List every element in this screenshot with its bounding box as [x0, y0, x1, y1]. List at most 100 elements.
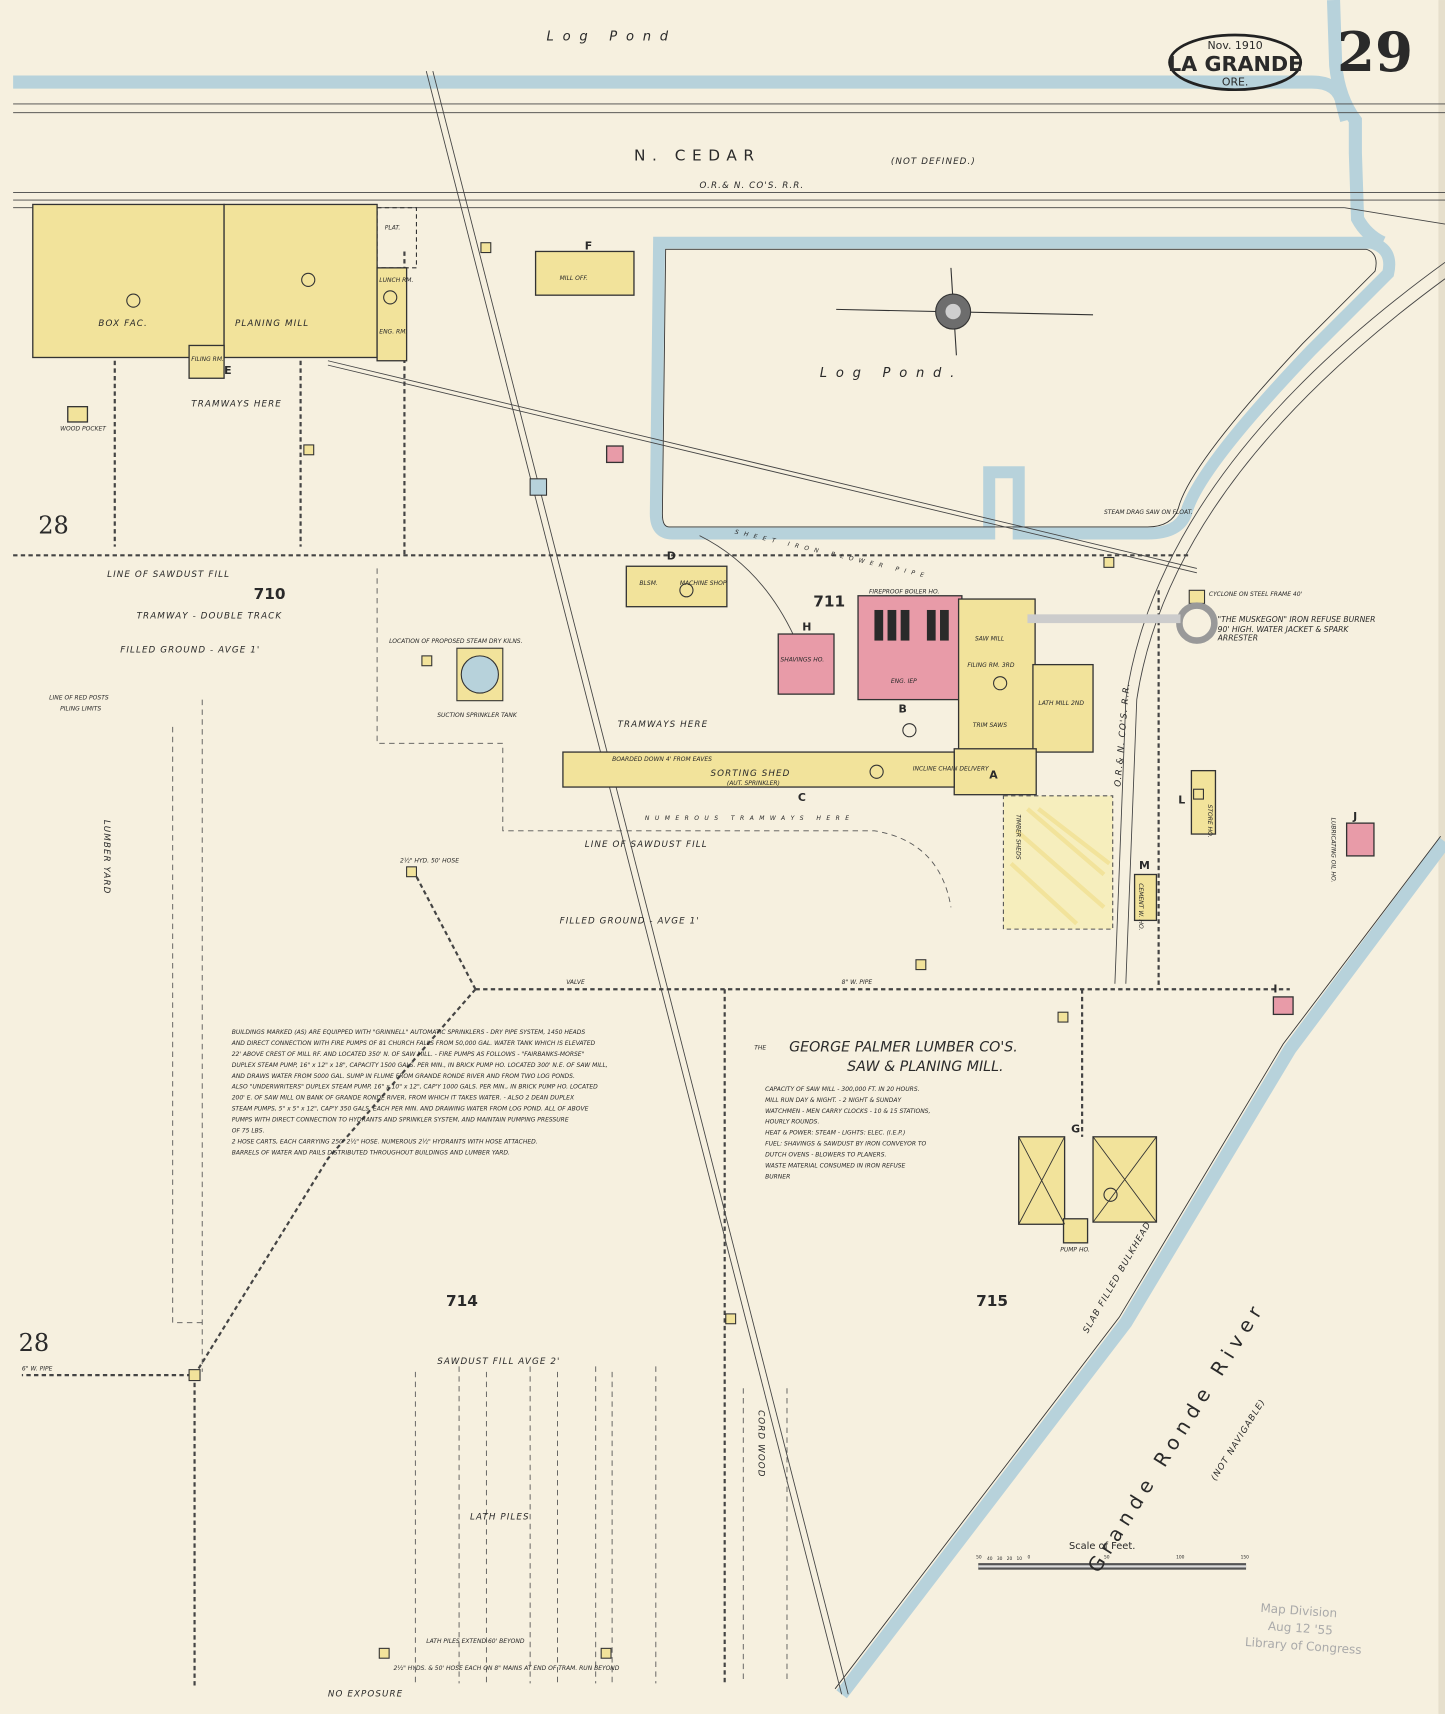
automatic-sprinkler-markers	[126, 272, 1118, 1202]
boilers	[874, 609, 949, 641]
stamp-line-2: Aug 12 '55	[1268, 1619, 1334, 1637]
label-platform: PLAT.	[385, 225, 401, 232]
label-dry-kilns: LOCATION OF PROPOSED STEAM DRY KILNS.	[389, 638, 523, 645]
label-burner: "THE MUSKEGON" IRON REFUSE BURNER 90' HI…	[1217, 615, 1376, 643]
label-filing-room: FILING RM.	[191, 356, 224, 363]
shavings-house	[777, 633, 835, 695]
building-letters: A B C D E F G H I J L M	[224, 239, 1357, 1135]
state-name: ORE.	[1222, 75, 1249, 88]
city-cartouche	[1168, 33, 1303, 92]
detail-line: HOURLY ROUNDS.	[765, 1119, 819, 1126]
title-the: THE	[754, 1044, 766, 1051]
label-cyclone: CYCLONE ON STEEL FRAME 40'	[1209, 591, 1303, 598]
building-labels: BOX FAC. PLANING MILL FILING RM. LUNCH R…	[60, 225, 1376, 1254]
label-saw-mill: SAW MILL	[975, 636, 1004, 643]
label-lath-mill: LATH MILL 2ND	[1038, 700, 1084, 707]
scale-tick: 10	[1017, 1556, 1023, 1562]
mill-office	[534, 250, 635, 296]
letter-l: L	[1178, 793, 1185, 806]
water-right-channel	[1326, 0, 1386, 249]
detail-line: FUEL: SHAVINGS & SAWDUST BY IRON CONVEYO…	[765, 1141, 926, 1148]
label-wood-pocket: WOOD POCKET	[60, 426, 107, 433]
label-red-posts: LINE OF RED POSTS	[49, 695, 109, 702]
label-tramways-2: TRAMWAYS HERE	[618, 720, 709, 730]
label-log-pond-top: Log Pond	[547, 29, 677, 44]
letter-b: B	[898, 703, 906, 716]
label-filing-rm: FILING RM. 3RD	[967, 662, 1015, 669]
grande-ronde-river-bank	[836, 837, 1445, 1699]
buildings-g	[1018, 1136, 1158, 1244]
label-pipe-6: 6" W. PIPE	[22, 1366, 53, 1373]
note-line: 22' ABOVE CREST OF MILL RF. AND LOCATED …	[232, 1051, 585, 1058]
label-lunch-room: LUNCH RM.	[379, 277, 413, 284]
note-line: PUMPS WITH DIRECT CONNECTION TO HYDRANTS…	[232, 1117, 569, 1124]
saw-mill	[953, 598, 1094, 796]
label-hyds-note: 2½" HYDS. & 50' HOSE EACH ON 8" MAINS AT…	[393, 1665, 619, 1672]
scale-tick: 20	[1007, 1556, 1013, 1562]
label-pump-ho: PUMP HO.	[1060, 1247, 1090, 1254]
note-line: AND DRAWS WATER FROM 5000 GAL. SUMP IN F…	[231, 1073, 575, 1080]
store-house	[1190, 769, 1217, 835]
oil-house	[1345, 822, 1375, 857]
note-line: STEAM PUMPS, 5" x 5" x 12", CAP'Y 350 GA…	[232, 1106, 589, 1113]
label-log-pond: Log Pond.	[820, 366, 963, 381]
label-planing-mill: PLANING MILL	[235, 319, 309, 329]
title-block: THE GEORGE PALMER LUMBER CO'S. SAW & PLA…	[754, 1040, 1018, 1181]
city-name: LA GRANDE	[1168, 52, 1302, 76]
sheet-date: Nov. 1910	[1208, 39, 1263, 52]
title-line-1: GEORGE PALMER LUMBER CO'S.	[789, 1040, 1018, 1056]
hydrants	[188, 242, 1204, 1659]
stamp-line-1: Map Division	[1260, 1601, 1338, 1620]
block-711: 711	[813, 593, 845, 611]
label-boarded: BOARDED DOWN 4' FROM EAVES	[612, 756, 712, 763]
detail-line: CAPACITY OF SAW MILL - 300,000 FT. IN 20…	[765, 1086, 920, 1093]
letter-i: I	[1273, 983, 1277, 996]
label-steam-drag: STEAM DRAG SAW ON FLOAT.	[1104, 509, 1193, 516]
label-machine-shop: MACHINE SHOP	[680, 580, 727, 587]
page-number: 29	[1337, 20, 1413, 84]
scale-labels: Scale of Feet. 50 40 30 20 10 0 50 100 1…	[976, 1541, 1249, 1562]
label-mill-office: MILL OFF.	[560, 275, 588, 282]
label-lumber-yard: LUMBER YARD	[101, 820, 111, 895]
library-stamp: Map Division Aug 12 '55 Library of Congr…	[1244, 1601, 1362, 1657]
letter-a: A	[989, 768, 998, 781]
protection-notes: BUILDINGS MARKED (AS) ARE EQUIPPED WITH …	[231, 1029, 608, 1156]
label-pipe-8: 8" W. PIPE	[842, 979, 873, 986]
label-burner-box: "THE MUSKEGON" IRON REFUSE BURNER 90' HI…	[1217, 615, 1376, 643]
pump-house-blue	[529, 478, 548, 496]
note-line: BARRELS OF WATER AND PAILS DISTRIBUTED T…	[232, 1149, 510, 1156]
refuse-burner	[1027, 589, 1218, 644]
detail-line: BURNER	[765, 1173, 790, 1180]
label-piling-limits: PILING LIMITS	[60, 706, 101, 713]
label-n-cedar: N. CEDAR	[634, 147, 761, 165]
note-line: 2 HOSE CARTS, EACH CARRYING 250' 2½" HOS…	[232, 1138, 538, 1145]
block-710: 710	[254, 585, 286, 603]
label-sawdust-fill-1: LINE OF SAWDUST FILL	[107, 570, 230, 580]
scale-tick: 50	[976, 1555, 982, 1561]
adjoining-sheet-top: 28	[38, 511, 69, 539]
lot-lines	[172, 568, 952, 1684]
label-incline: INCLINE CHAIN DELIVERY	[913, 766, 990, 773]
compass-rose-icon	[836, 267, 1094, 356]
timber-sheds	[1002, 795, 1114, 930]
letter-h: H	[802, 621, 811, 634]
note-line: ALSO "UNDERWRITERS" DUPLEX STEAM PUMP, 1…	[231, 1084, 598, 1091]
scale-tick: 50	[1104, 1555, 1110, 1561]
detail-line: WATCHMEN - MEN CARRY CLOCKS - 10 & 15 ST…	[765, 1108, 930, 1115]
letter-d: D	[667, 550, 676, 563]
label-timber-sheds: TIMBER SHEDS	[1015, 814, 1022, 859]
label-sorting-shed-note: (AUT. SPRINKLER)	[727, 780, 780, 787]
block-714: 714	[446, 1292, 478, 1310]
label-eng-room: ENG. RM.	[379, 328, 407, 335]
label-filled-ground-1: FILLED GROUND - AVGE 1'	[120, 646, 260, 656]
label-tramways-3: NUMEROUS TRAMWAYS HERE	[645, 815, 855, 822]
note-line: DUPLEX STEAM PUMP, 16" x 12" x 18", CAPA…	[232, 1062, 608, 1069]
scale-tick: 0	[1027, 1555, 1030, 1561]
log-pond-shore	[649, 236, 1396, 540]
label-valve: VALVE	[566, 979, 585, 986]
label-not-defined: (NOT DEFINED.)	[891, 157, 976, 167]
letter-c: C	[798, 791, 806, 804]
sprinkler-tank	[456, 647, 504, 702]
adjoining-sheet-bottom: 28	[19, 1329, 50, 1357]
label-blacksmith: BLSM.	[639, 580, 657, 587]
